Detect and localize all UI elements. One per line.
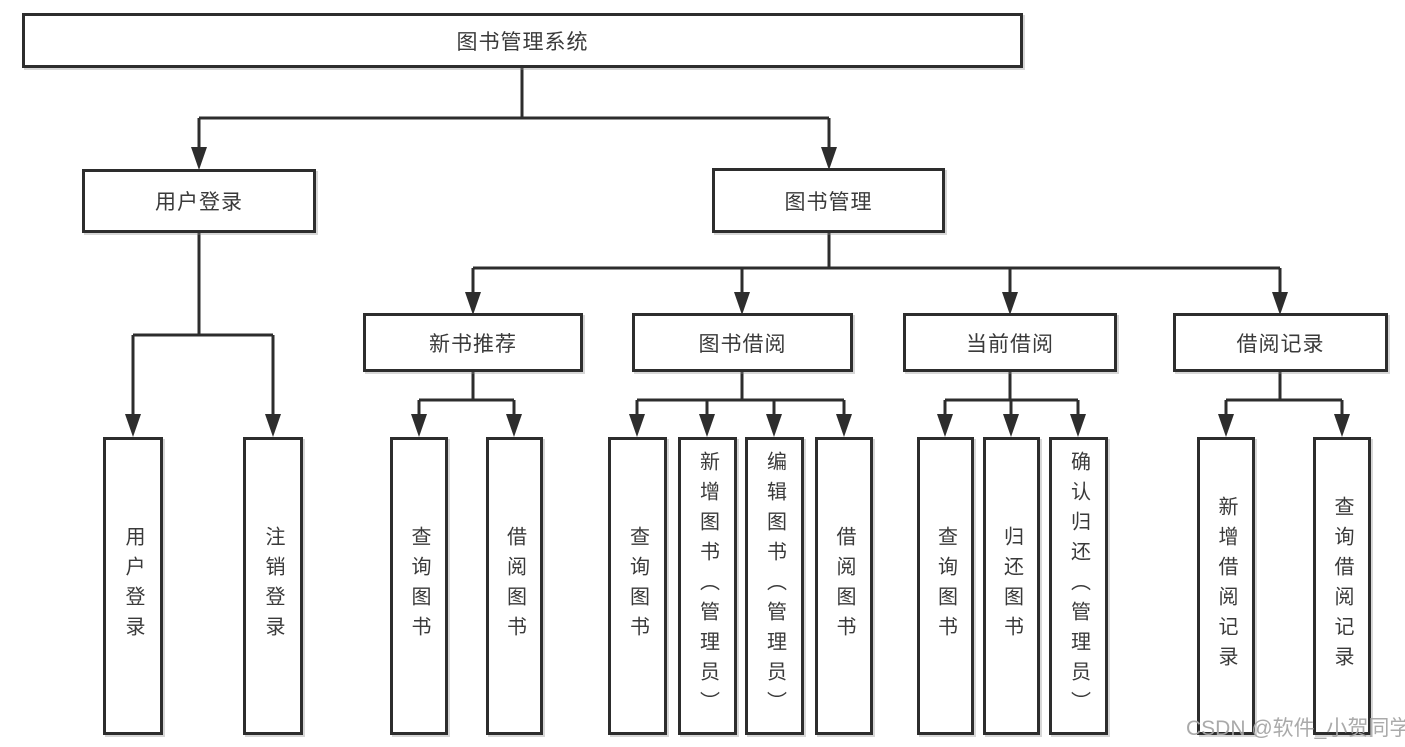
down-arrow-icon — [265, 414, 281, 437]
node-login-logout: 注销登录 — [243, 437, 303, 735]
down-arrow-icon — [465, 292, 481, 315]
arrowheads — [125, 147, 1350, 437]
node-current-confirm-return-admin: 确认归还（管理员） — [1049, 437, 1108, 735]
node-login-user-login: 用户登录 — [103, 437, 163, 735]
connector-mgmt-to-level3 — [471, 233, 1282, 296]
connector-record-to-children — [1224, 372, 1344, 418]
node-borrow-add-books-admin: 新增图书（管理员） — [678, 437, 737, 735]
node-newbook-borrow-books: 借阅图书 — [486, 437, 543, 735]
node-library-system: 图书管理系统 — [22, 13, 1023, 68]
down-arrow-icon — [766, 414, 782, 437]
node-newbook-query-books: 查询图书 — [390, 437, 448, 735]
down-arrow-icon — [734, 292, 750, 315]
down-arrow-icon — [836, 414, 852, 437]
node-current-return-books: 归还图书 — [983, 437, 1040, 735]
node-book-borrow: 图书借阅 — [632, 313, 853, 372]
node-records-add-borrow-record: 新增借阅记录 — [1197, 437, 1255, 735]
connector-login-to-children — [131, 233, 275, 418]
connector-root-to-level2 — [197, 68, 831, 152]
connector-newbook-to-children — [417, 372, 516, 418]
watermark: CSDN @软件_小贺同学 — [1186, 717, 1405, 740]
node-borrow-borrow-books: 借阅图书 — [815, 437, 873, 735]
down-arrow-icon — [699, 414, 715, 437]
down-arrow-icon — [506, 414, 522, 437]
down-arrow-icon — [1003, 414, 1019, 437]
down-arrow-icon — [411, 414, 427, 437]
down-arrow-icon — [1272, 292, 1288, 315]
down-arrow-icon — [1002, 292, 1018, 315]
connector-borrow-to-children — [635, 372, 846, 418]
down-arrow-icon — [629, 414, 645, 437]
down-arrow-icon — [1218, 414, 1234, 437]
node-new-book-recommend: 新书推荐 — [363, 313, 583, 372]
down-arrow-icon — [1334, 414, 1350, 437]
down-arrow-icon — [821, 147, 837, 170]
node-user-login: 用户登录 — [82, 169, 316, 233]
node-current-query-books: 查询图书 — [917, 437, 974, 735]
connector-current-to-children — [943, 372, 1080, 418]
node-borrow-records: 借阅记录 — [1173, 313, 1388, 372]
node-current-borrow: 当前借阅 — [903, 313, 1117, 372]
node-book-management: 图书管理 — [712, 168, 945, 233]
down-arrow-icon — [125, 414, 141, 437]
node-borrow-edit-books-admin: 编辑图书（管理员） — [745, 437, 804, 735]
node-borrow-query-books: 查询图书 — [608, 437, 667, 735]
down-arrow-icon — [937, 414, 953, 437]
connector-lines — [131, 68, 1344, 418]
down-arrow-icon — [1070, 414, 1086, 437]
down-arrow-icon — [191, 147, 207, 170]
node-records-query-borrow-record: 查询借阅记录 — [1313, 437, 1371, 735]
